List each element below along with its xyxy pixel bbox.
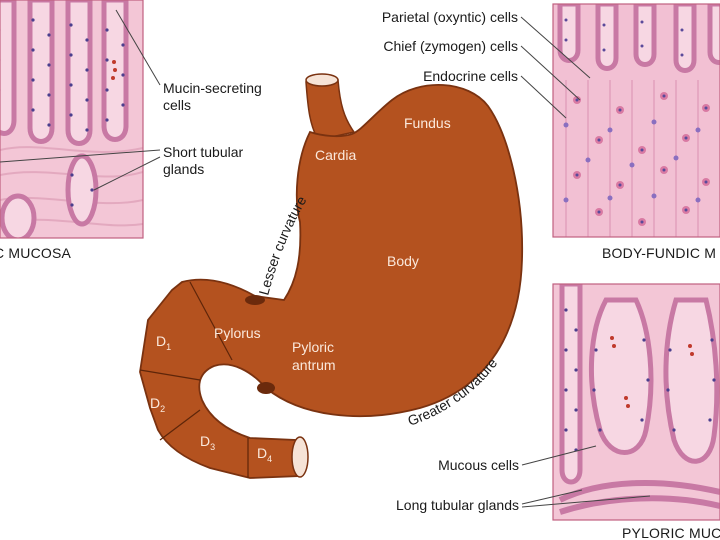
body-fundic-caption: BODY-FUNDIC M (602, 245, 716, 261)
stomach-body-shape (139, 83, 524, 479)
parietal-cells-label: Parietal (oxyntic) cells (382, 9, 518, 25)
duodenum-d4-label: D4 (257, 445, 272, 464)
mucin-secreting-cells-label: Mucin-secreting cells (163, 80, 266, 113)
fundic-mucosa-panel (553, 4, 720, 237)
cardia-label: Cardia (315, 147, 356, 163)
fundus-label: Fundus (404, 115, 451, 131)
pyloric-mucosa-panel (553, 284, 720, 520)
pyloric-antrum-label: Pyloric antrum (292, 339, 338, 373)
chief-cells-label: Chief (zymogen) cells (383, 38, 518, 54)
cardiac-mucosa-caption: C MUCOSA (0, 245, 72, 261)
mucous-cells-label: Mucous cells (438, 457, 519, 473)
short-tubular-glands-label: Short tubular glands (163, 144, 247, 177)
endocrine-cells-label: Endocrine cells (423, 68, 518, 84)
duodenum-d2-label: D2 (150, 395, 165, 414)
duodenum-opening (291, 436, 309, 478)
duodenum-d1-label: D1 (156, 333, 171, 352)
pyloric-mucosa-caption: PYLORIC MUC (622, 525, 720, 540)
long-tubular-glands-label: Long tubular glands (396, 497, 519, 513)
body-label: Body (387, 253, 419, 269)
esophagus-opening (305, 73, 339, 87)
cardiac-mucosa-panel (0, 0, 143, 238)
stomach (139, 73, 524, 479)
pylorus-label: Pylorus (214, 325, 261, 341)
duodenum-d3-label: D3 (200, 433, 215, 452)
